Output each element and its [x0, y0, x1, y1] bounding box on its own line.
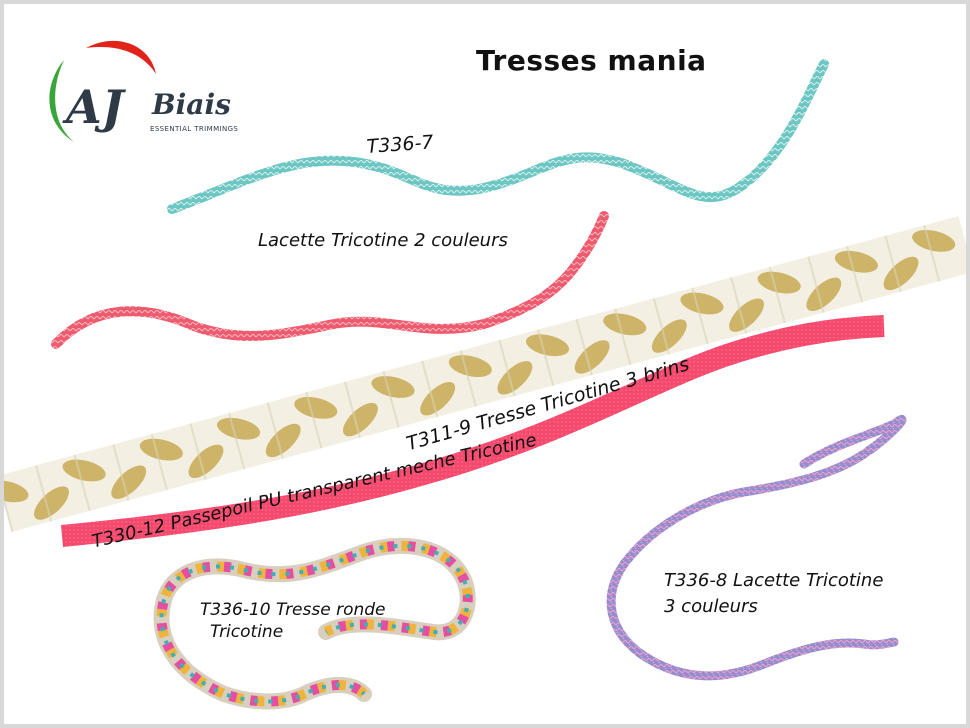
cord-t336-7: [167, 59, 829, 214]
braid-plait-gold: [4, 480, 29, 503]
braid-plait-gold: [139, 438, 183, 461]
braid-plait-gold: [420, 381, 456, 416]
cord-lacette-2-couleurs: [51, 211, 609, 349]
label-lacette-2-couleurs: Lacette Tricotine 2 couleurs: [258, 230, 508, 251]
braid-plait-gold: [34, 486, 69, 520]
braid-plait-gold: [111, 465, 147, 499]
logo-name: Biais: [152, 88, 231, 121]
braid-plait-gold: [217, 417, 261, 440]
braid-plait-gold: [757, 271, 801, 294]
braid-plait-gold: [448, 355, 492, 378]
label-t336-10: T336-10 Tresse ronde: [200, 600, 386, 620]
braid-plait-gold: [371, 376, 415, 398]
braid-plait-gold: [294, 396, 338, 419]
label-t336-7: T336-7: [366, 131, 435, 158]
braid-plait-gold: [680, 292, 724, 315]
braid-plait-gold: [912, 229, 956, 252]
logo-green-arc: [49, 60, 74, 142]
product-illustrations: [4, 40, 966, 710]
braid-plait-gold: [62, 459, 106, 482]
braid-plait-gold: [729, 298, 765, 332]
braid-plait-gold: [497, 361, 533, 395]
cord-t336-8: [606, 414, 907, 681]
braid-plait-gold: [265, 423, 301, 458]
braid-plait-gold: [574, 340, 610, 374]
braid-plait-gold: [651, 319, 687, 353]
braid-plait-gold: [188, 444, 224, 479]
logo-tagline: ESSENTIAL TRIMMINGS: [150, 125, 239, 133]
braid-plait-gold: [342, 402, 378, 437]
braid-t311-9: [4, 216, 966, 532]
braid-plait-gold: [834, 250, 878, 273]
label-t336-10-line2: Tricotine: [210, 622, 284, 642]
braid-t336-10: [153, 537, 476, 710]
logo-mark: AJ: [66, 80, 124, 134]
label-t336-8-line2: 3 couleurs: [664, 596, 758, 617]
page-title: Tresses mania: [476, 44, 707, 77]
braid-plait-gold: [525, 334, 570, 357]
logo-red-arc: [86, 40, 156, 74]
piping-t330-12: [60, 315, 885, 547]
label-t336-8: T336-8 Lacette Tricotine: [664, 570, 884, 591]
product-sheet: AJ Biais ESSENTIAL TRIMMINGS Tresses man…: [4, 4, 966, 724]
braid-plait-gold: [806, 277, 842, 312]
logo-swoosh: [49, 40, 156, 142]
braid-plait-gold: [883, 256, 919, 291]
braid-plait-gold: [603, 313, 647, 336]
